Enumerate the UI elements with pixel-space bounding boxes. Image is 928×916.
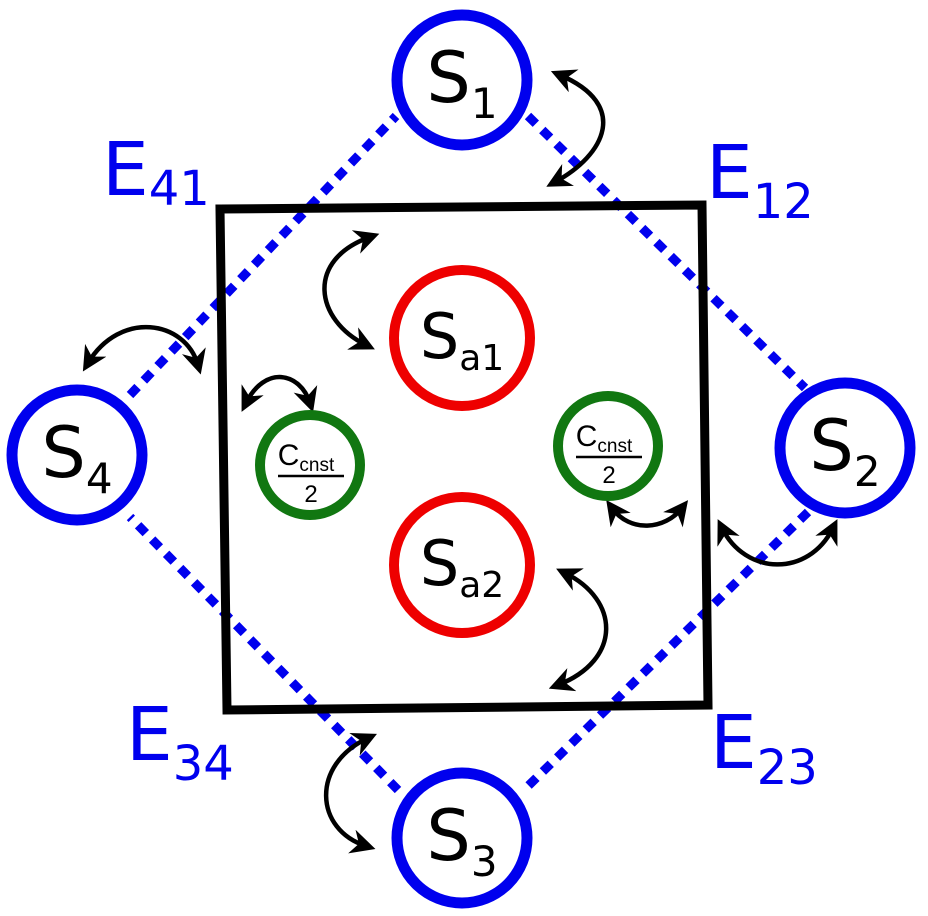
svg-text:S1: S1	[426, 37, 497, 128]
site-s4-sub: 4	[86, 454, 113, 503]
exchange-arrows	[82, 69, 838, 854]
site-s2-sub: 2	[854, 447, 881, 496]
site-s2: S2	[774, 377, 916, 519]
adatom-sa1: Sa1	[389, 265, 535, 411]
adatom-sa1-main: S	[420, 300, 459, 373]
arrow-edge34-s3	[323, 733, 377, 854]
adatom-sa2-sub: a2	[459, 565, 504, 606]
constant-left: Ccnst 2	[255, 410, 365, 520]
svg-text:Sa1: Sa1	[420, 300, 504, 379]
constant-right: Ccnst 2	[553, 391, 663, 501]
svg-text:S2: S2	[809, 405, 880, 496]
adatom-sa2: Sa2	[389, 492, 535, 638]
adatom-sa2-main: S	[420, 527, 459, 600]
arrow-s1-edge12	[546, 69, 606, 187]
arrow-right-cnst	[606, 499, 689, 528]
arrow-frame-s2	[717, 519, 838, 567]
arrow-frame-sa1	[322, 230, 380, 350]
svg-text:Sa2: Sa2	[420, 527, 504, 606]
edge-label-e12: E12	[706, 130, 814, 230]
arrow-s4-frame	[82, 325, 206, 375]
site-s3: S3	[391, 767, 533, 909]
arrow-left-cnst	[241, 374, 318, 413]
constant-right-num-sub: cnst	[597, 436, 633, 457]
unit-cell-frame	[215, 200, 713, 715]
site-s3-main: S	[426, 795, 470, 877]
svg-text:Ccnst: Ccnst	[278, 439, 335, 476]
svg-text:S3: S3	[426, 795, 497, 886]
constant-right-denominator: 2	[602, 462, 615, 489]
svg-text:Ccnst: Ccnst	[576, 420, 633, 457]
constant-left-num-sub: cnst	[299, 455, 335, 476]
edge-line-12	[524, 112, 809, 392]
arrow-sa2-frame	[548, 568, 609, 692]
edge-line-23	[520, 508, 812, 794]
site-s4: S4	[6, 384, 148, 526]
site-s1: S1	[391, 9, 533, 151]
site-s3-sub: 3	[471, 837, 498, 886]
edge-label-e41: E41	[102, 127, 210, 217]
constant-right-num-main: C	[576, 420, 598, 453]
site-s2-main: S	[809, 405, 853, 487]
site-s1-main: S	[426, 37, 470, 119]
adatom-sa1-sub: a1	[459, 338, 504, 379]
site-s4-main: S	[41, 412, 85, 494]
constant-left-num-main: C	[278, 439, 300, 472]
edge-label-e23: E23	[710, 700, 818, 796]
edge-label-e34: E34	[126, 692, 234, 792]
edge-line-41	[126, 112, 400, 399]
site-s1-sub: 1	[471, 79, 498, 128]
constant-left-denominator: 2	[304, 481, 317, 508]
svg-text:S4: S4	[41, 412, 112, 503]
